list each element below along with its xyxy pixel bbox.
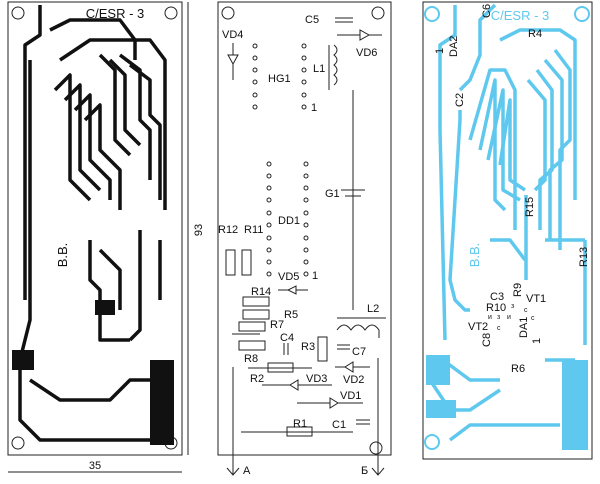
label-DD1: DD1 bbox=[278, 215, 300, 227]
component-outlines bbox=[225, 17, 386, 476]
mount-hole bbox=[11, 436, 25, 450]
label-R11: R11 bbox=[244, 224, 263, 236]
label-R13: R13 bbox=[578, 247, 590, 267]
mount-hole bbox=[221, 6, 235, 20]
label-VD2: VD2 bbox=[343, 374, 364, 386]
label-C8: C8 bbox=[481, 333, 493, 347]
pin-mark: с bbox=[531, 315, 535, 322]
mount-hole bbox=[164, 6, 178, 20]
label-C6: C6 bbox=[481, 4, 493, 18]
board-initials: B.B. bbox=[467, 243, 482, 268]
label-R15: R15 bbox=[524, 197, 536, 217]
label-DA2: DA2 bbox=[448, 36, 460, 57]
label-R14: R14 bbox=[251, 286, 271, 298]
label-G1: G1 bbox=[325, 188, 340, 200]
mount-hole bbox=[424, 434, 440, 450]
label-HG1: HG1 bbox=[268, 73, 291, 85]
label-VD6: VD6 bbox=[356, 47, 377, 59]
label-pin1-dd1: 1 bbox=[312, 270, 318, 282]
terminal-a: A bbox=[243, 465, 251, 477]
copper-traces bbox=[12, 5, 174, 445]
label-DA1-pin1: 1 bbox=[531, 338, 543, 344]
pin-mark: з bbox=[511, 303, 514, 310]
copper-traces-blue bbox=[426, 3, 588, 450]
pin-mark: с bbox=[497, 325, 501, 332]
label-VD1: VD1 bbox=[340, 390, 361, 402]
label-R1: R1 bbox=[293, 418, 307, 430]
label-C7: C7 bbox=[352, 346, 366, 358]
right-board-copper-mirror: C/ESR - 3 B.B. C6 R4 1 DA2 C2 R15 R13 R9… bbox=[422, 1, 593, 460]
terminal-b: Б bbox=[361, 465, 368, 477]
label-VT1: VT1 bbox=[526, 293, 546, 305]
mount-hole bbox=[371, 6, 385, 20]
label-R10: R10 bbox=[486, 302, 506, 314]
pin-mark: с bbox=[524, 307, 528, 314]
label-R9: R9 bbox=[512, 283, 524, 297]
pin-mark: з bbox=[497, 314, 500, 321]
mount-hole bbox=[369, 441, 383, 455]
mount-hole bbox=[574, 6, 590, 22]
label-VT2: VT2 bbox=[468, 321, 488, 333]
label-C4: C4 bbox=[280, 332, 294, 344]
middle-board-component-side: VD4 C5 VD6 HG1 L1 1 G1 DD1 R12 R11 VD5 1… bbox=[217, 1, 392, 477]
label-R8: R8 bbox=[244, 353, 258, 365]
width-dimension: 35 bbox=[89, 460, 101, 472]
board-title: C/ESR - 3 bbox=[491, 8, 550, 23]
label-R7: R7 bbox=[270, 319, 284, 331]
label-C2: C2 bbox=[454, 93, 466, 107]
label-L2: L2 bbox=[367, 303, 379, 315]
label-VD4: VD4 bbox=[222, 29, 243, 41]
board-title: C/ESR - 3 bbox=[86, 6, 145, 21]
label-R4: R4 bbox=[528, 28, 542, 40]
height-dimension: 93 bbox=[193, 224, 205, 236]
label-R2: R2 bbox=[250, 373, 264, 385]
mount-hole bbox=[11, 6, 25, 20]
label-R6: R6 bbox=[511, 363, 525, 375]
label-pin1: 1 bbox=[311, 102, 317, 114]
label-R12: R12 bbox=[218, 224, 238, 236]
board-initials: B.B. bbox=[55, 243, 70, 268]
mount-hole bbox=[424, 6, 440, 22]
label-R3: R3 bbox=[301, 341, 315, 353]
transistor-pin-marks: з с и з и с с bbox=[488, 303, 535, 332]
label-R5: R5 bbox=[284, 309, 298, 321]
label-C3: C3 bbox=[490, 291, 504, 303]
label-DA2-pin1: 1 bbox=[434, 48, 446, 54]
label-VD3: VD3 bbox=[306, 373, 327, 385]
pin-mark: и bbox=[507, 314, 511, 321]
label-L1: L1 bbox=[313, 63, 325, 75]
label-DA1: DA1 bbox=[518, 317, 530, 338]
left-board-copper-side: C/ESR - 3 B.B. 93 35 bbox=[7, 1, 205, 473]
pad-columns bbox=[252, 43, 309, 277]
label-C1: C1 bbox=[332, 419, 346, 431]
pin-mark: и bbox=[488, 314, 492, 321]
label-VD5: VD5 bbox=[278, 271, 299, 283]
label-C5: C5 bbox=[305, 14, 319, 26]
